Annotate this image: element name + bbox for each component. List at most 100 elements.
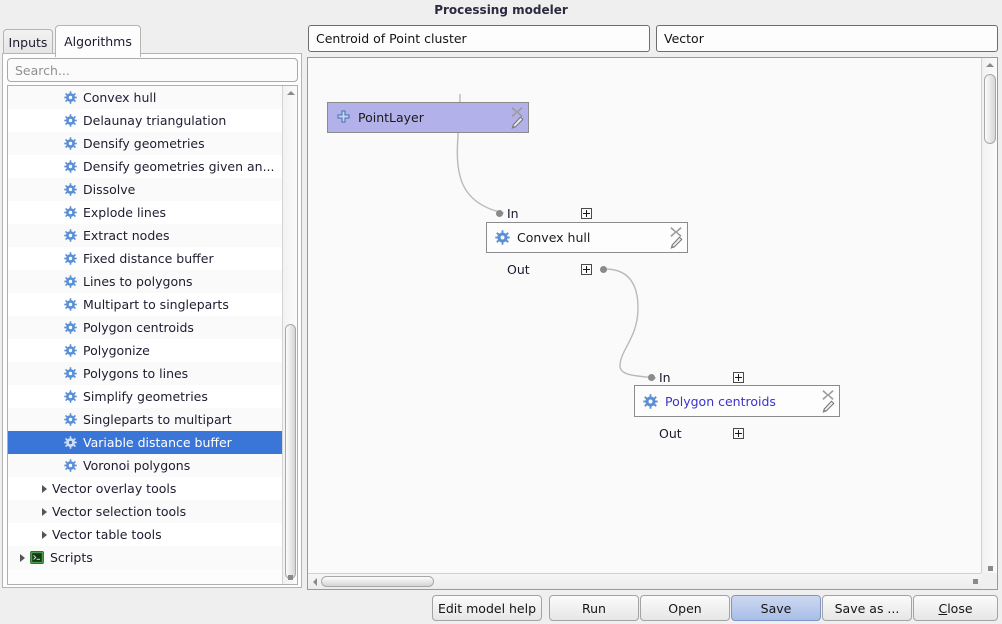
save-as-button[interactable]: Save as ... bbox=[822, 595, 912, 621]
expand-arrow-icon[interactable] bbox=[20, 553, 25, 562]
tree-item-vector-overlay-tools[interactable]: Vector overlay tools bbox=[8, 477, 282, 500]
edit-model-help-button[interactable]: Edit model help bbox=[432, 595, 542, 621]
gear-icon bbox=[64, 321, 77, 334]
tree-item-vector-table-tools[interactable]: Vector table tools bbox=[8, 523, 282, 546]
edit-icon[interactable] bbox=[669, 236, 683, 250]
canvas-horizontal-scrollbar[interactable] bbox=[308, 573, 982, 589]
model-node-pointlayer-label: PointLayer bbox=[358, 110, 424, 125]
gear-icon bbox=[64, 114, 77, 127]
edit-icon[interactable] bbox=[821, 400, 835, 414]
tree-item-polygons-to-lines[interactable]: Polygons to lines bbox=[8, 362, 282, 385]
search-input[interactable] bbox=[7, 58, 298, 82]
tree-item-label: Vector selection tools bbox=[52, 504, 187, 519]
tree-item-extract-nodes[interactable]: Extract nodes bbox=[8, 224, 282, 247]
edit-icon[interactable] bbox=[510, 116, 524, 130]
model-name-input[interactable] bbox=[308, 25, 650, 52]
gear-icon bbox=[64, 459, 77, 472]
tree-item-label: Explode lines bbox=[83, 205, 167, 220]
tab-inputs[interactable]: Inputs bbox=[3, 29, 53, 55]
gear-icon bbox=[495, 230, 510, 245]
model-node-polygoncentroids[interactable]: Polygon centroids bbox=[634, 385, 840, 417]
tree-item-label: Scripts bbox=[50, 550, 93, 565]
expand-arrow-icon[interactable] bbox=[42, 484, 47, 493]
tree-item-densify-geometries-given-an[interactable]: Densify geometries given an... bbox=[8, 155, 282, 178]
tree-item-vector-selection-tools[interactable]: Vector selection tools bbox=[8, 500, 282, 523]
tree-item-label: Lines to polygons bbox=[83, 274, 193, 289]
scroll-up-arrow-icon[interactable] bbox=[283, 86, 297, 100]
run-label: Run bbox=[582, 600, 606, 616]
gear-icon bbox=[643, 393, 658, 409]
tree-item-simplify-geometries[interactable]: Simplify geometries bbox=[8, 385, 282, 408]
delete-icon[interactable] bbox=[669, 225, 683, 239]
polygoncentroids-out-port-label: Out bbox=[659, 426, 682, 441]
gear-icon bbox=[64, 275, 77, 288]
model-node-pointlayer[interactable]: PointLayer bbox=[327, 102, 529, 133]
tree-item-delaunay-triangulation[interactable]: Delaunay triangulation bbox=[8, 109, 282, 132]
convexhull-out-port-dot[interactable] bbox=[600, 266, 607, 273]
run-button[interactable]: Run bbox=[549, 595, 639, 621]
canvas-hscroll-thumb[interactable] bbox=[321, 576, 434, 587]
tree-item-lines-to-polygons[interactable]: Lines to polygons bbox=[8, 270, 282, 293]
model-canvas-frame: PointLayer In bbox=[307, 57, 998, 590]
close-button[interactable]: Close bbox=[913, 595, 998, 621]
polygoncentroids-out-expand-button[interactable] bbox=[733, 428, 744, 439]
canvas-scroll-right-arrow-icon[interactable] bbox=[968, 574, 982, 589]
gear-icon bbox=[64, 160, 77, 173]
save-label: Save bbox=[760, 600, 792, 616]
tree-item-polygonize[interactable]: Polygonize bbox=[8, 339, 282, 362]
convexhull-out-expand-button[interactable] bbox=[581, 264, 592, 275]
tree-item-scripts[interactable]: Scripts bbox=[8, 546, 282, 569]
scrollbar-corner bbox=[981, 573, 997, 589]
canvas-scroll-down-arrow-icon[interactable] bbox=[982, 561, 997, 575]
tree-item-convex-hull[interactable]: Convex hull bbox=[8, 86, 282, 109]
algorithm-tree-scrollbar[interactable] bbox=[282, 86, 297, 584]
tree-item-label: Dissolve bbox=[83, 182, 136, 197]
save-button[interactable]: Save bbox=[731, 595, 821, 621]
tab-algorithms[interactable]: Algorithms bbox=[55, 25, 141, 57]
scrollbar-thumb[interactable] bbox=[285, 324, 296, 579]
search-field-wrapper bbox=[7, 58, 298, 82]
open-button[interactable]: Open bbox=[640, 595, 730, 621]
gear-icon bbox=[64, 206, 77, 219]
expand-arrow-icon[interactable] bbox=[42, 530, 47, 539]
convexhull-out-port-label: Out bbox=[507, 262, 530, 277]
tree-item-label: Polygon centroids bbox=[83, 320, 194, 335]
gear-icon bbox=[64, 344, 77, 357]
window-title: Processing modeler bbox=[434, 3, 568, 17]
tree-item-explode-lines[interactable]: Explode lines bbox=[8, 201, 282, 224]
tree-item-polygon-centroids[interactable]: Polygon centroids bbox=[8, 316, 282, 339]
model-canvas[interactable]: PointLayer In bbox=[308, 58, 982, 574]
gear-icon bbox=[64, 229, 77, 242]
polygoncentroids-in-expand-button[interactable] bbox=[733, 372, 744, 383]
tree-item-variable-distance-buffer[interactable]: Variable distance buffer bbox=[8, 431, 282, 454]
connection-lines bbox=[456, 93, 657, 379]
scroll-down-arrow-icon[interactable] bbox=[283, 570, 297, 584]
expand-arrow-icon[interactable] bbox=[42, 507, 47, 516]
delete-icon[interactable] bbox=[821, 388, 835, 402]
save-as-label: Save as ... bbox=[834, 600, 900, 616]
tree-item-densify-geometries[interactable]: Densify geometries bbox=[8, 132, 282, 155]
canvas-vscroll-thumb[interactable] bbox=[984, 74, 996, 144]
gear-icon bbox=[64, 183, 77, 196]
model-node-convexhull[interactable]: Convex hull bbox=[486, 222, 688, 253]
tree-item-multipart-to-singleparts[interactable]: Multipart to singleparts bbox=[8, 293, 282, 316]
canvas-scroll-up-arrow-icon[interactable] bbox=[982, 58, 997, 72]
canvas-scroll-left-arrow-icon[interactable] bbox=[308, 574, 322, 589]
tree-item-voronoi-polygons[interactable]: Voronoi polygons bbox=[8, 454, 282, 477]
group-name-input[interactable] bbox=[656, 25, 998, 52]
gear-icon bbox=[64, 413, 77, 426]
convexhull-in-expand-button[interactable] bbox=[581, 208, 592, 219]
canvas-vertical-scrollbar[interactable] bbox=[981, 58, 997, 575]
convexhull-in-port-dot[interactable] bbox=[496, 210, 503, 217]
tree-item-fixed-distance-buffer[interactable]: Fixed distance buffer bbox=[8, 247, 282, 270]
gear-icon bbox=[64, 298, 77, 311]
polygoncentroids-in-port-dot[interactable] bbox=[648, 374, 655, 381]
delete-icon[interactable] bbox=[510, 105, 524, 119]
tree-item-singleparts-to-multipart[interactable]: Singleparts to multipart bbox=[8, 408, 282, 431]
gear-icon bbox=[64, 367, 77, 380]
tree-item-dissolve[interactable]: Dissolve bbox=[8, 178, 282, 201]
tree-item-label: Variable distance buffer bbox=[83, 435, 232, 450]
edit-model-help-label: Edit model help bbox=[437, 600, 537, 616]
